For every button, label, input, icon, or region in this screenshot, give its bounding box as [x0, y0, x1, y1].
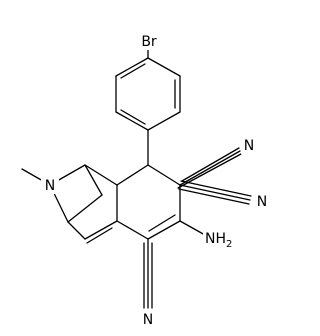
nitrile-nitrogen-label-2: N: [257, 194, 267, 210]
atom-labels: Br N N N N NH2: [41, 33, 270, 328]
amino-nh: NH: [205, 231, 226, 247]
nitrile-nitrogen-label-1: N: [244, 138, 254, 154]
nitrile-nitrogen-label-3: N: [143, 312, 153, 328]
molecule-structure-diagram: Br N N N N NH2: [21, 33, 270, 328]
amino-label: NH2: [205, 231, 232, 250]
bromophenyl-ring: [115, 47, 181, 131]
amino-subscript: 2: [226, 239, 232, 250]
ring-nitrogen-label: N: [45, 178, 55, 194]
bromine-label: Br: [141, 34, 157, 50]
nitrile-bonds: [143, 147, 252, 309]
core-bonds: [21, 129, 181, 244]
